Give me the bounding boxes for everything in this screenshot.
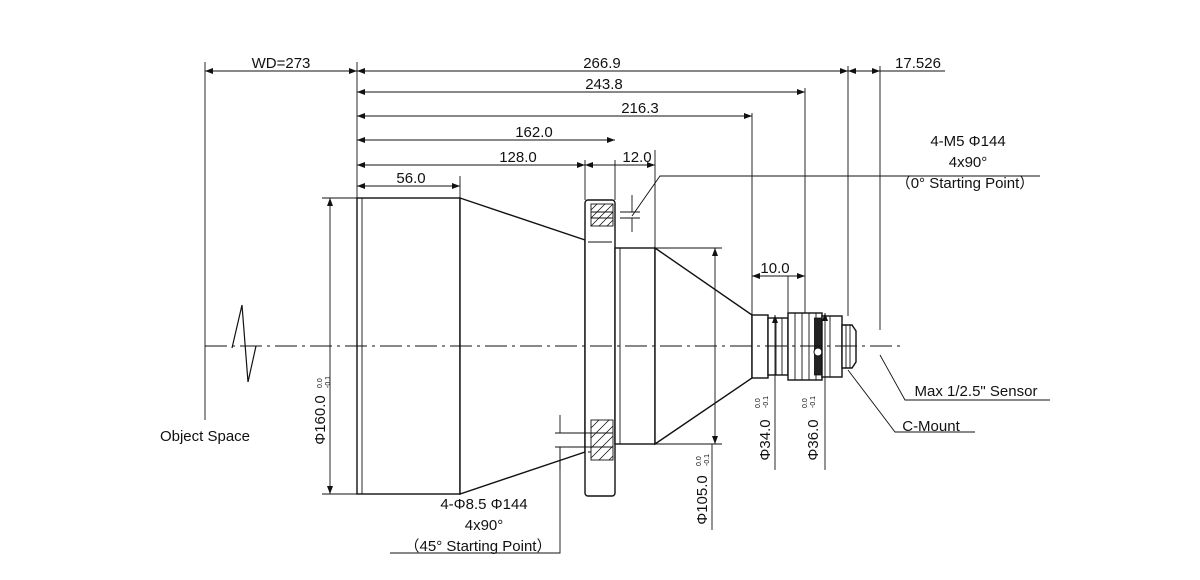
- dim-56: 56.0: [396, 170, 425, 187]
- dim-10: 10.0: [760, 260, 789, 277]
- lens-body: [356, 197, 857, 497]
- dim-12: 12.0: [622, 149, 651, 166]
- tol-105-lower: -0.1: [704, 454, 711, 466]
- dia-34: Φ34.0: [757, 419, 774, 460]
- optical-axis: [205, 304, 900, 383]
- dim-243: 243.8: [585, 76, 623, 93]
- dim-total-length: 266.9: [583, 55, 621, 72]
- dimension-lines: [204, 62, 1050, 554]
- dim-wd: WD=273: [252, 55, 311, 72]
- flange-hole-bottom: [590, 419, 614, 461]
- tol-105-upper: 0.0: [696, 456, 703, 466]
- label-c-mount: C-Mount: [902, 418, 960, 435]
- label-object-space: Object Space: [160, 428, 250, 445]
- dia-160: Φ160.0: [312, 395, 329, 445]
- tol-34-lower: -0.1: [763, 396, 770, 408]
- dim-back-focus: 17.526: [895, 55, 941, 72]
- note-bottom-line2: 4x90°: [465, 517, 504, 534]
- flange-hole-top: [590, 203, 614, 227]
- dim-128: 128.0: [499, 149, 537, 166]
- note-top-line1: 4-M5 Φ144: [930, 133, 1005, 150]
- tol-160-lower: -0.1: [325, 376, 332, 388]
- dim-162: 162.0: [515, 124, 553, 141]
- label-sensor: Max 1/2.5" Sensor: [915, 383, 1038, 400]
- tol-36-lower: -0.1: [810, 396, 817, 408]
- tol-36-upper: 0.0: [802, 398, 809, 408]
- dimension-labels: WD=273 266.9 17.526 243.8 216.3 162.0 12…: [252, 55, 941, 525]
- tol-160-upper: 0.0: [317, 378, 324, 388]
- note-top-line3: （0° Starting Point）: [896, 175, 1035, 192]
- note-bottom-line1: 4-Φ8.5 Φ144: [440, 496, 527, 513]
- annotation-notes: 4-M5 Φ144 4x90° （0° Starting Point） 4-Φ8…: [160, 133, 1037, 555]
- note-bottom-line3: （45° Starting Point）: [405, 538, 552, 555]
- dia-36: Φ36.0: [805, 419, 822, 460]
- tol-34-upper: 0.0: [755, 398, 762, 408]
- note-top-line2: 4x90°: [949, 154, 988, 171]
- dia-105: Φ105.0: [694, 475, 711, 525]
- dim-216: 216.3: [621, 100, 659, 117]
